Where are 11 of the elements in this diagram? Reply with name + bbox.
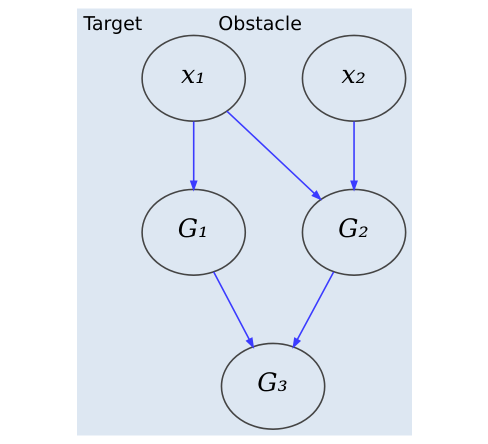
arrow bbox=[212, 272, 254, 349]
node-ellipse: x₂ bbox=[301, 34, 406, 122]
node-ellipse: G₁ bbox=[140, 188, 246, 276]
arrow bbox=[350, 122, 358, 192]
arrow bbox=[226, 110, 322, 201]
arrow bbox=[292, 272, 334, 349]
arrow bbox=[189, 122, 198, 192]
node-ellipse: G₃ bbox=[220, 342, 325, 430]
node-ellipse: x₁ bbox=[140, 34, 246, 122]
node-label: Target bbox=[82, 13, 142, 36]
node-label: Obstacle bbox=[218, 13, 302, 36]
